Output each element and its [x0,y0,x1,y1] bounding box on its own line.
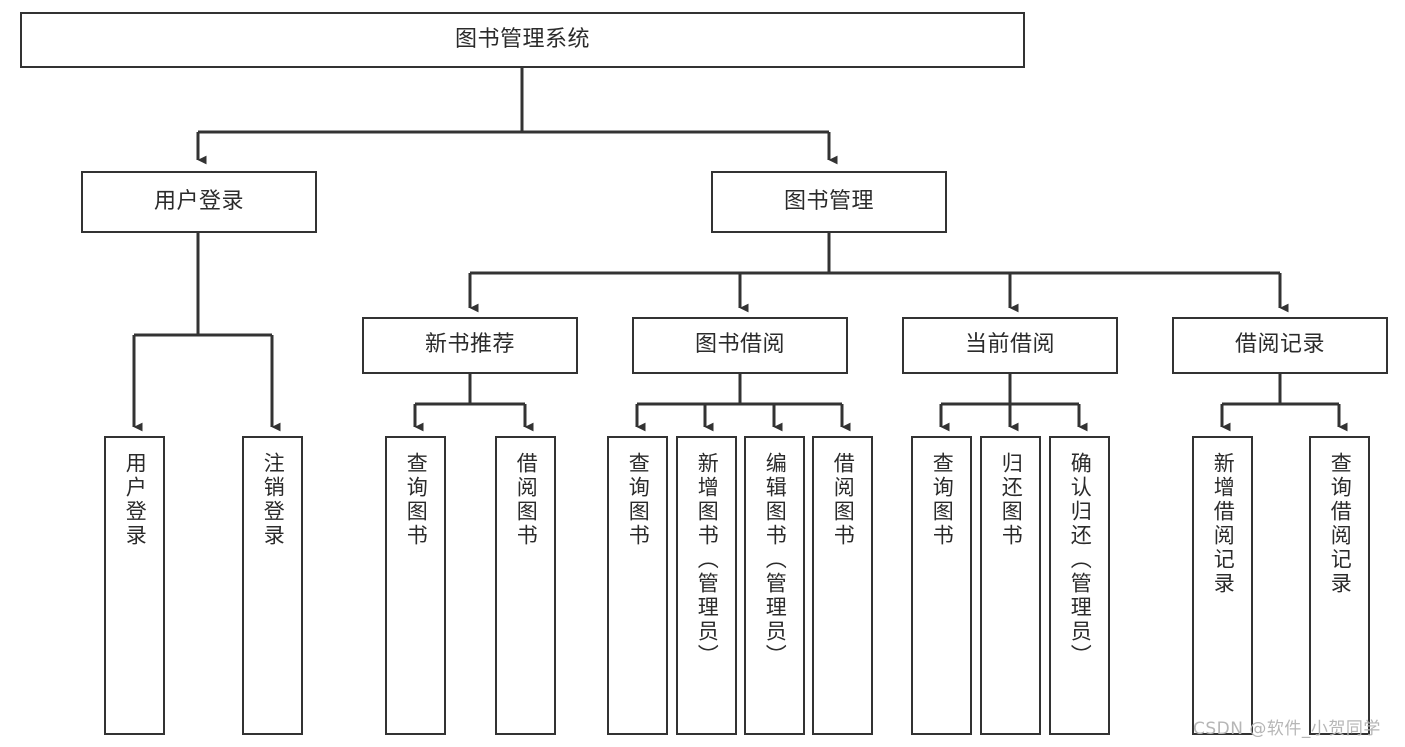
node-leaf-edit-book[interactable]: 编辑图书（管理员） [744,436,805,735]
node-leaf-return-book[interactable]: 归还图书 [980,436,1041,735]
node-leaf-logout-login[interactable]: 注销登录 [242,436,303,735]
node-leaf-query-book-2[interactable]: 查询图书 [607,436,668,735]
node-leaf-add-record[interactable]: 新增借阅记录 [1192,436,1253,735]
node-user-login[interactable]: 用户登录 [81,171,317,233]
node-leaf-logout-login-label: 注销登录 [261,452,286,548]
node-leaf-add-book[interactable]: 新增图书（管理员） [676,436,737,735]
node-leaf-user-login-label: 用户登录 [123,452,148,548]
node-new-book-recommend[interactable]: 新书推荐 [362,317,578,374]
node-leaf-query-book-3[interactable]: 查询图书 [911,436,972,735]
node-root[interactable]: 图书管理系统 [20,12,1025,68]
node-leaf-query-book-1-label: 查询图书 [404,452,429,548]
node-current-borrow-label: 当前借阅 [964,332,1055,358]
node-leaf-query-record-label: 查询借阅记录 [1328,452,1353,596]
node-book-borrow[interactable]: 图书借阅 [632,317,848,374]
node-leaf-confirm-return[interactable]: 确认归还（管理员） [1049,436,1110,735]
node-leaf-user-login[interactable]: 用户登录 [104,436,165,735]
node-leaf-query-book-1[interactable]: 查询图书 [385,436,446,735]
node-leaf-query-book-2-label: 查询图书 [626,452,651,548]
node-leaf-borrow-book-2[interactable]: 借阅图书 [812,436,873,735]
node-leaf-borrow-book-2-label: 借阅图书 [831,452,856,548]
node-new-book-recommend-label: 新书推荐 [424,332,515,358]
node-borrow-record-label: 借阅记录 [1234,332,1325,358]
node-leaf-return-book-label: 归还图书 [999,452,1024,548]
node-book-manage-label: 图书管理 [783,188,874,214]
node-root-label: 图书管理系统 [454,26,590,52]
node-leaf-add-record-label: 新增借阅记录 [1211,452,1236,596]
node-book-manage[interactable]: 图书管理 [711,171,947,233]
node-leaf-query-book-3-label: 查询图书 [930,452,955,548]
node-user-login-label: 用户登录 [153,188,244,214]
node-leaf-add-book-label: 新增图书（管理员） [695,452,720,668]
node-leaf-borrow-book-1-label: 借阅图书 [514,452,539,548]
node-leaf-edit-book-label: 编辑图书（管理员） [763,452,788,668]
node-leaf-borrow-book-1[interactable]: 借阅图书 [495,436,556,735]
node-borrow-record[interactable]: 借阅记录 [1172,317,1388,374]
node-leaf-query-record[interactable]: 查询借阅记录 [1309,436,1370,735]
node-current-borrow[interactable]: 当前借阅 [902,317,1118,374]
node-book-borrow-label: 图书借阅 [694,332,785,358]
node-leaf-confirm-return-label: 确认归还（管理员） [1068,452,1093,668]
